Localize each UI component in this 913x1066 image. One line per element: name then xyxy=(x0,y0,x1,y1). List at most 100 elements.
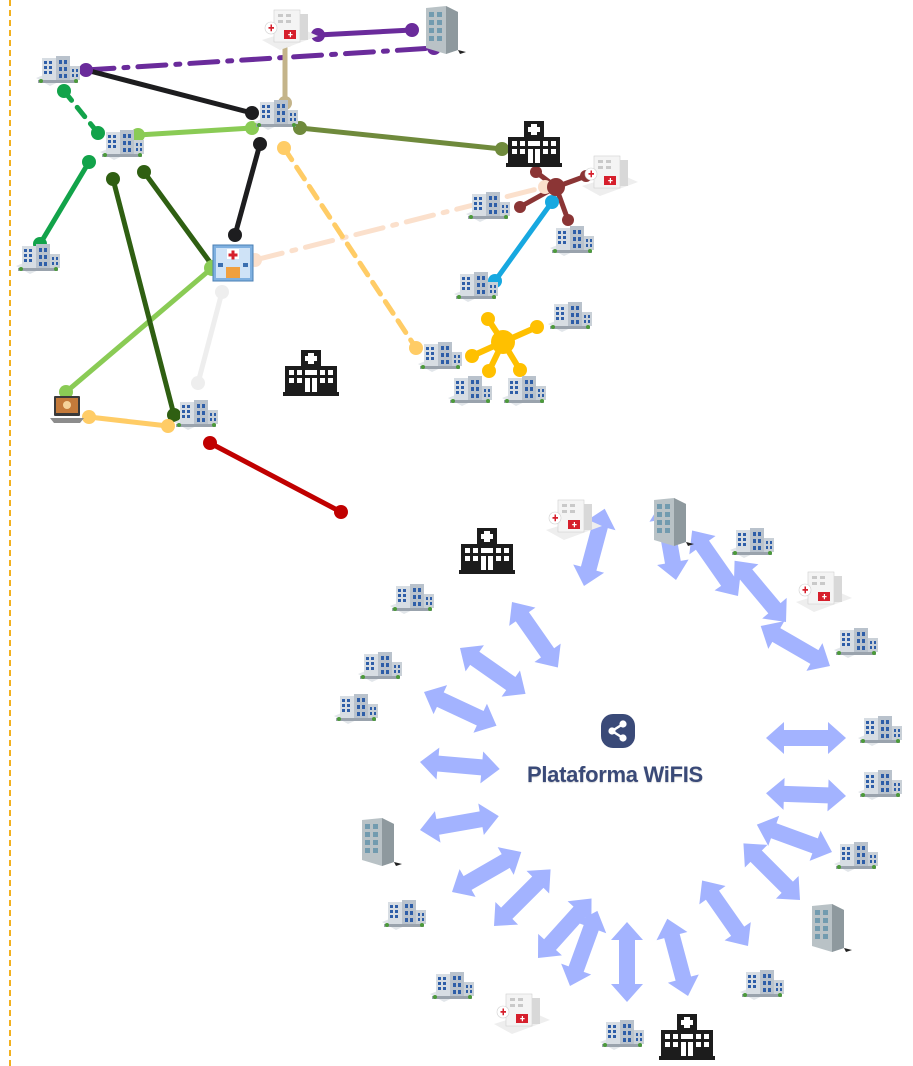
office-building-icon xyxy=(730,528,774,558)
link-dot xyxy=(191,376,205,390)
link-black-1 xyxy=(83,67,255,116)
link-dot xyxy=(161,419,175,433)
hospital-icon xyxy=(261,9,319,51)
network-links xyxy=(37,27,589,515)
office-building-icon xyxy=(16,244,60,274)
link-lightgray xyxy=(195,289,225,386)
link-dot xyxy=(530,320,544,334)
office-building-icon xyxy=(382,900,426,930)
office-building-icon xyxy=(334,694,378,724)
office-building-icon xyxy=(174,400,218,430)
hub-arrow xyxy=(651,914,704,1001)
link-blue xyxy=(492,199,555,284)
hub-arrow xyxy=(752,612,838,680)
link-green-dashed xyxy=(61,88,101,136)
link-dot xyxy=(245,121,259,135)
link-darkgreen-2 xyxy=(110,176,177,418)
share-icon xyxy=(600,713,636,749)
link-dot xyxy=(131,128,145,142)
office-building-icon xyxy=(858,770,902,800)
office-building-icon xyxy=(740,970,784,1000)
hub-arrow xyxy=(765,777,847,812)
office-building-icon xyxy=(550,226,594,256)
office-building-icon xyxy=(390,584,434,614)
link-dot xyxy=(311,28,325,42)
laptop-icon xyxy=(50,396,84,423)
link-dot xyxy=(215,285,229,299)
hospital-icon xyxy=(493,993,551,1035)
link-lightgreen-1 xyxy=(135,125,255,138)
link-dot xyxy=(228,228,242,242)
hub-arrow xyxy=(450,634,535,707)
office-building-icon xyxy=(358,652,402,682)
hospital-icon xyxy=(795,571,853,613)
office-building-icon xyxy=(654,498,694,546)
link-dot xyxy=(245,106,259,120)
link-dot xyxy=(514,201,526,213)
link-lightgreen-2 xyxy=(63,265,215,395)
link-dot xyxy=(530,166,542,178)
platform-title: Plataforma WiFIS xyxy=(527,762,703,787)
link-dot xyxy=(82,410,96,424)
link-dot xyxy=(167,408,181,422)
hospital-pictogram-icon xyxy=(659,1014,715,1060)
link-hub-dot xyxy=(491,330,515,354)
hub-arrow xyxy=(417,677,504,741)
link-dot xyxy=(137,165,151,179)
link-dot xyxy=(57,84,71,98)
hub-arrow xyxy=(417,800,502,846)
link-dot xyxy=(481,312,495,326)
link-dot xyxy=(562,214,574,226)
link-lightorange xyxy=(86,414,171,429)
clinic-icon xyxy=(212,244,254,282)
office-building-icon xyxy=(834,842,878,872)
hospital-icon xyxy=(581,155,639,197)
office-building-icon xyxy=(812,904,852,952)
link-olive xyxy=(297,125,505,152)
link-dot xyxy=(82,155,96,169)
link-dot xyxy=(482,364,496,378)
link-hub-dot xyxy=(547,178,565,196)
link-dot xyxy=(106,172,120,186)
hospital-pictogram-icon xyxy=(283,350,339,396)
office-building-icon xyxy=(448,376,492,406)
office-building-icon xyxy=(834,628,878,658)
separator-dashed-line xyxy=(9,0,11,1066)
link-orange-dashed xyxy=(281,145,419,351)
link-endpoints xyxy=(33,23,592,519)
link-purple-dashdot xyxy=(83,45,437,73)
hub-arrow xyxy=(689,871,762,956)
link-peach-dashdot xyxy=(252,184,548,263)
office-building-icon xyxy=(502,376,546,406)
hub-arrow xyxy=(611,922,643,1002)
link-black-2 xyxy=(232,141,263,238)
office-building-icon xyxy=(466,192,510,222)
link-dot xyxy=(545,195,559,209)
hub-arrow xyxy=(498,592,571,677)
link-dot xyxy=(203,436,217,450)
office-building-icon xyxy=(418,342,462,372)
link-dot xyxy=(405,23,419,37)
link-dot xyxy=(91,126,105,140)
office-building-icon xyxy=(362,818,402,866)
link-dot xyxy=(293,121,307,135)
link-red xyxy=(207,440,344,515)
link-dot xyxy=(334,505,348,519)
link-green xyxy=(37,159,92,247)
link-dot xyxy=(513,363,527,377)
office-building-icon xyxy=(430,972,474,1002)
link-dot xyxy=(59,385,73,399)
office-building-icon xyxy=(36,56,80,86)
office-building-icon xyxy=(600,1020,644,1050)
link-purple xyxy=(315,27,415,38)
link-dot xyxy=(277,141,291,155)
hub-arrow xyxy=(418,746,502,785)
link-dot xyxy=(409,341,423,355)
office-building-icon xyxy=(858,716,902,746)
link-dot xyxy=(495,142,509,156)
office-building-icon xyxy=(426,6,466,54)
office-building-icon xyxy=(548,302,592,332)
link-darkgreen-1 xyxy=(141,169,215,268)
hospital-pictogram-icon xyxy=(459,528,515,574)
